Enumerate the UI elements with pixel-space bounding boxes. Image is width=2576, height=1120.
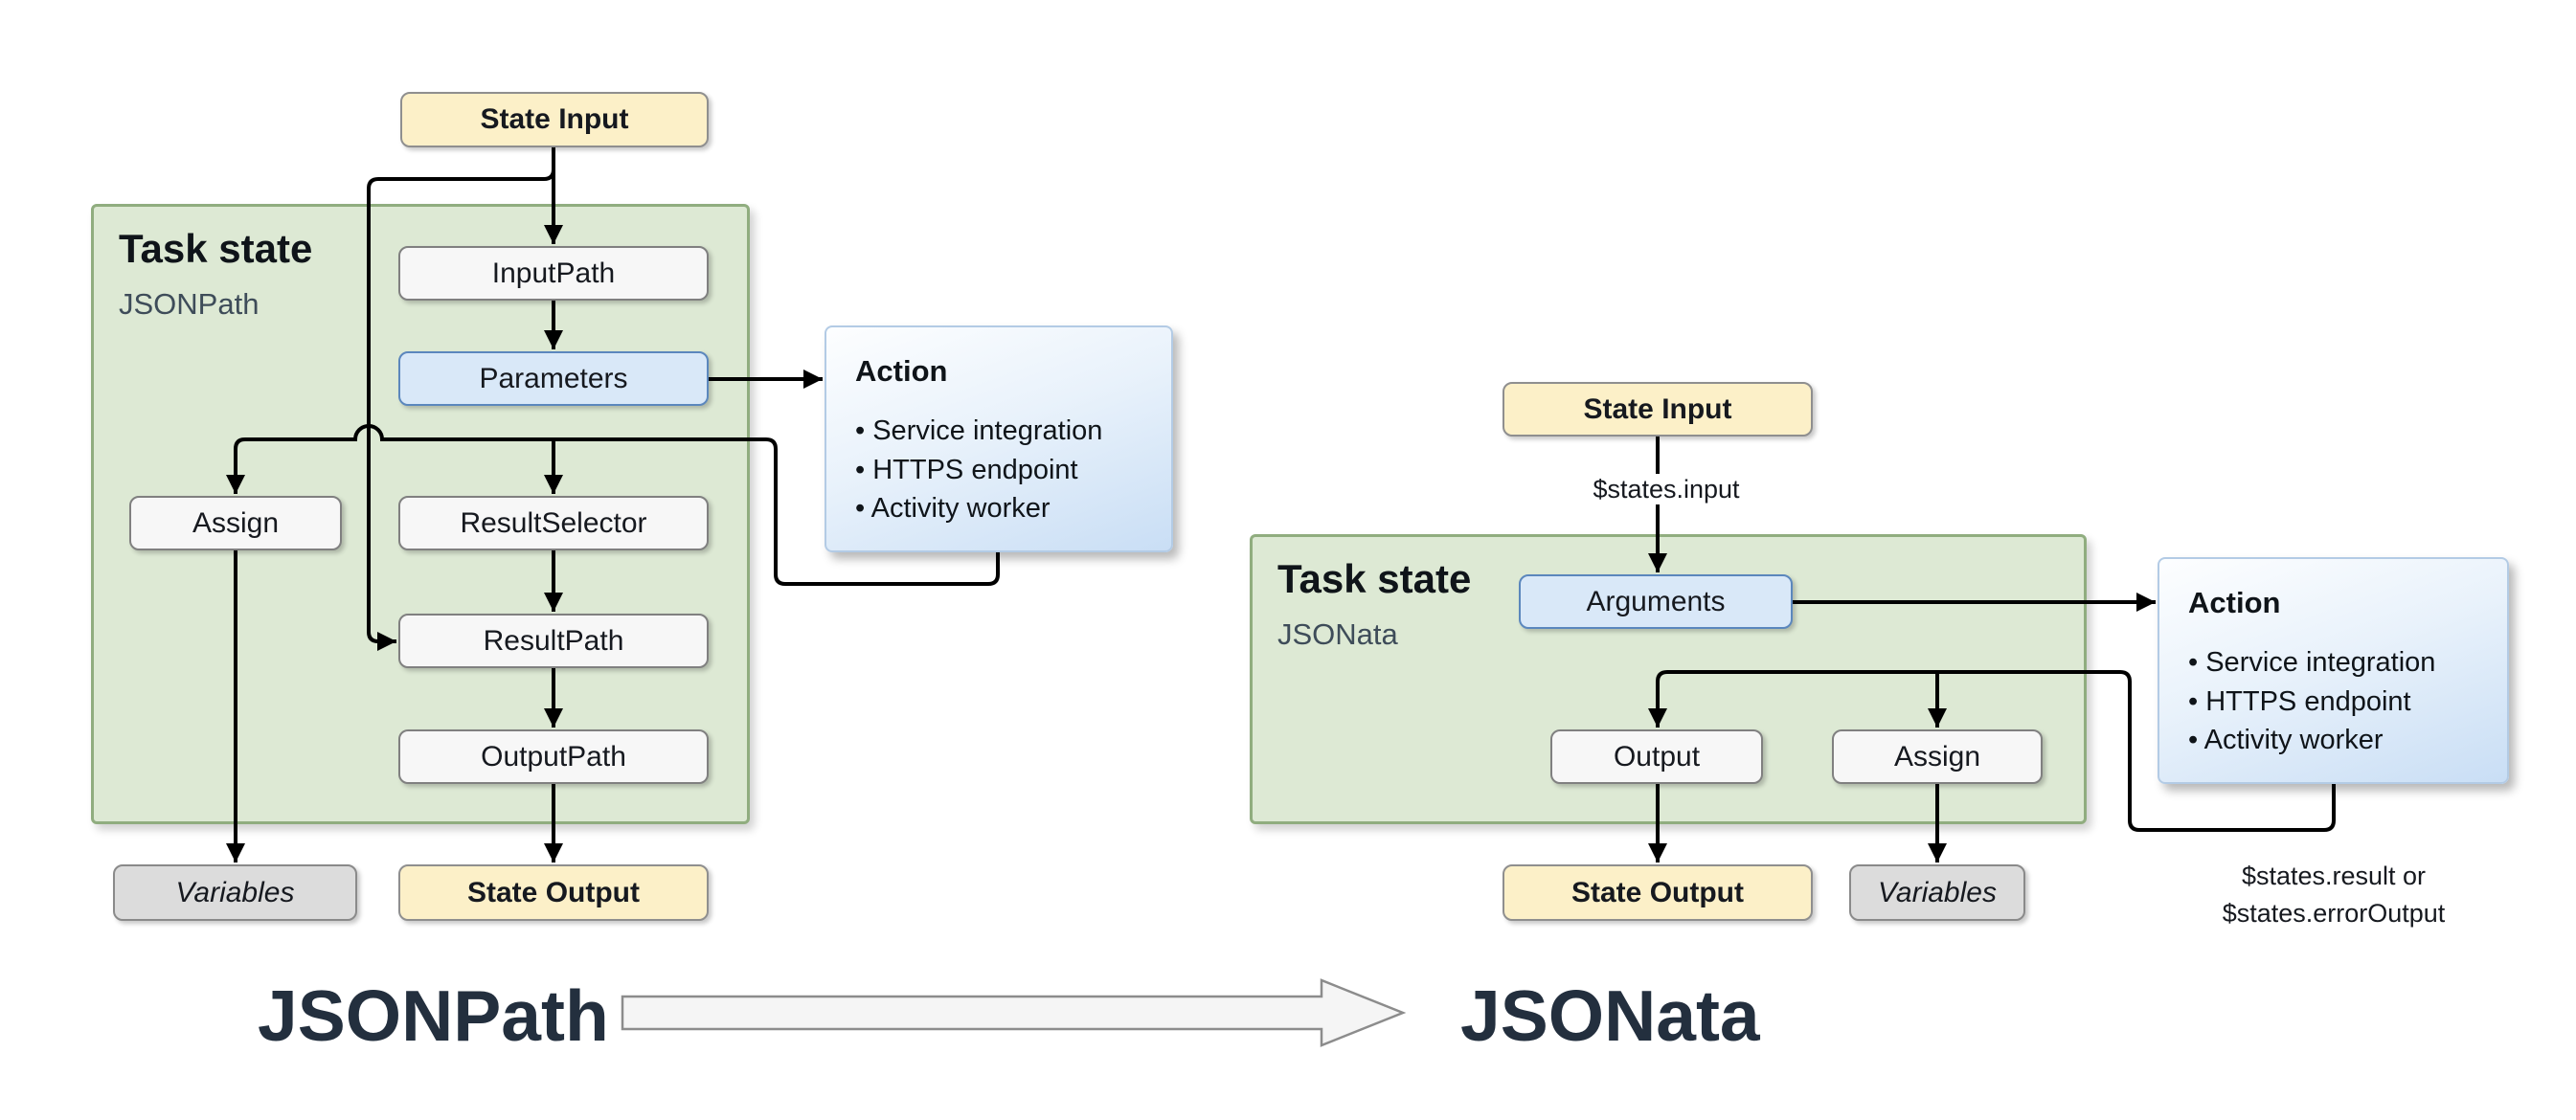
- arguments-node: Arguments: [1519, 574, 1793, 629]
- jsonpath-to-jsonata-transition-arrow: [621, 978, 1407, 1047]
- action-title-left: Action: [855, 354, 948, 388]
- states-input-annotation-text: $states.input: [1583, 474, 1750, 504]
- action-title-right: Action: [2188, 586, 2281, 619]
- action-item-https-endpoint-left: HTTPS endpoint: [855, 451, 1142, 490]
- footer-label-jsonpath: JSONPath: [258, 975, 609, 1056]
- states-result-annotation: $states.result or $states.errorOutput: [2133, 858, 2535, 932]
- action-item-service-integration-left: Service integration: [855, 412, 1142, 451]
- action-box-right: Action Service integration HTTPS endpoin…: [2158, 557, 2509, 784]
- action-item-activity-worker-left: Activity worker: [855, 489, 1142, 528]
- task-state-engine-jsonata: JSONata: [1277, 617, 1398, 651]
- state-output-box-right: State Output: [1503, 864, 1813, 921]
- state-input-box-right: State Input: [1503, 382, 1813, 437]
- task-state-title-left: Task state: [119, 226, 313, 271]
- state-input-box-left: State Input: [400, 92, 709, 147]
- action-box-left: Action Service integration HTTPS endpoin…: [825, 325, 1173, 552]
- action-item-activity-worker-right: Activity worker: [2188, 721, 2478, 760]
- task-state-engine-jsonpath: JSONPath: [119, 287, 260, 321]
- outputpath-node: OutputPath: [398, 729, 709, 784]
- states-result-annotation-line2: $states.errorOutput: [2222, 899, 2446, 929]
- states-result-annotation-line1: $states.result or: [2241, 862, 2427, 890]
- variables-box-right: Variables: [1849, 864, 2025, 921]
- action-item-service-integration-right: Service integration: [2188, 643, 2478, 683]
- resultselector-node: ResultSelector: [398, 496, 709, 550]
- resultpath-node: ResultPath: [398, 614, 709, 668]
- variables-box-left: Variables: [113, 864, 357, 921]
- assign-node-right: Assign: [1832, 729, 2043, 784]
- footer-label-jsonata: JSONata: [1460, 975, 1760, 1056]
- state-output-box-left: State Output: [398, 864, 709, 921]
- action-item-https-endpoint-right: HTTPS endpoint: [2188, 683, 2478, 722]
- assign-node-left: Assign: [129, 496, 342, 550]
- inputpath-node: InputPath: [398, 246, 709, 301]
- task-state-title-right: Task state: [1277, 556, 1472, 601]
- output-node: Output: [1550, 729, 1763, 784]
- states-input-annotation: $states.input: [1583, 474, 1750, 504]
- parameters-node: Parameters: [398, 351, 709, 406]
